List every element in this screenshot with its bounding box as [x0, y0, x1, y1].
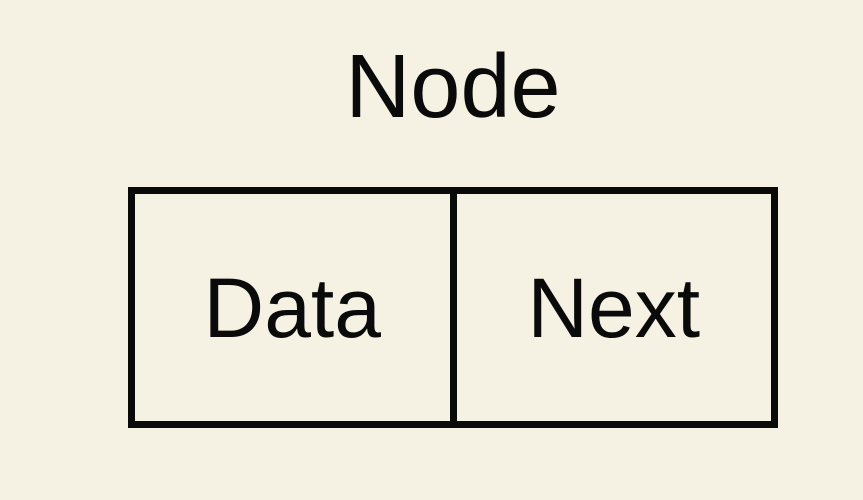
node-box: Data Next [128, 187, 778, 428]
data-cell: Data [135, 194, 457, 421]
data-cell-label: Data [203, 260, 381, 355]
next-cell: Next [457, 194, 772, 421]
diagram-title: Node [345, 37, 561, 137]
next-cell-label: Next [527, 260, 701, 355]
